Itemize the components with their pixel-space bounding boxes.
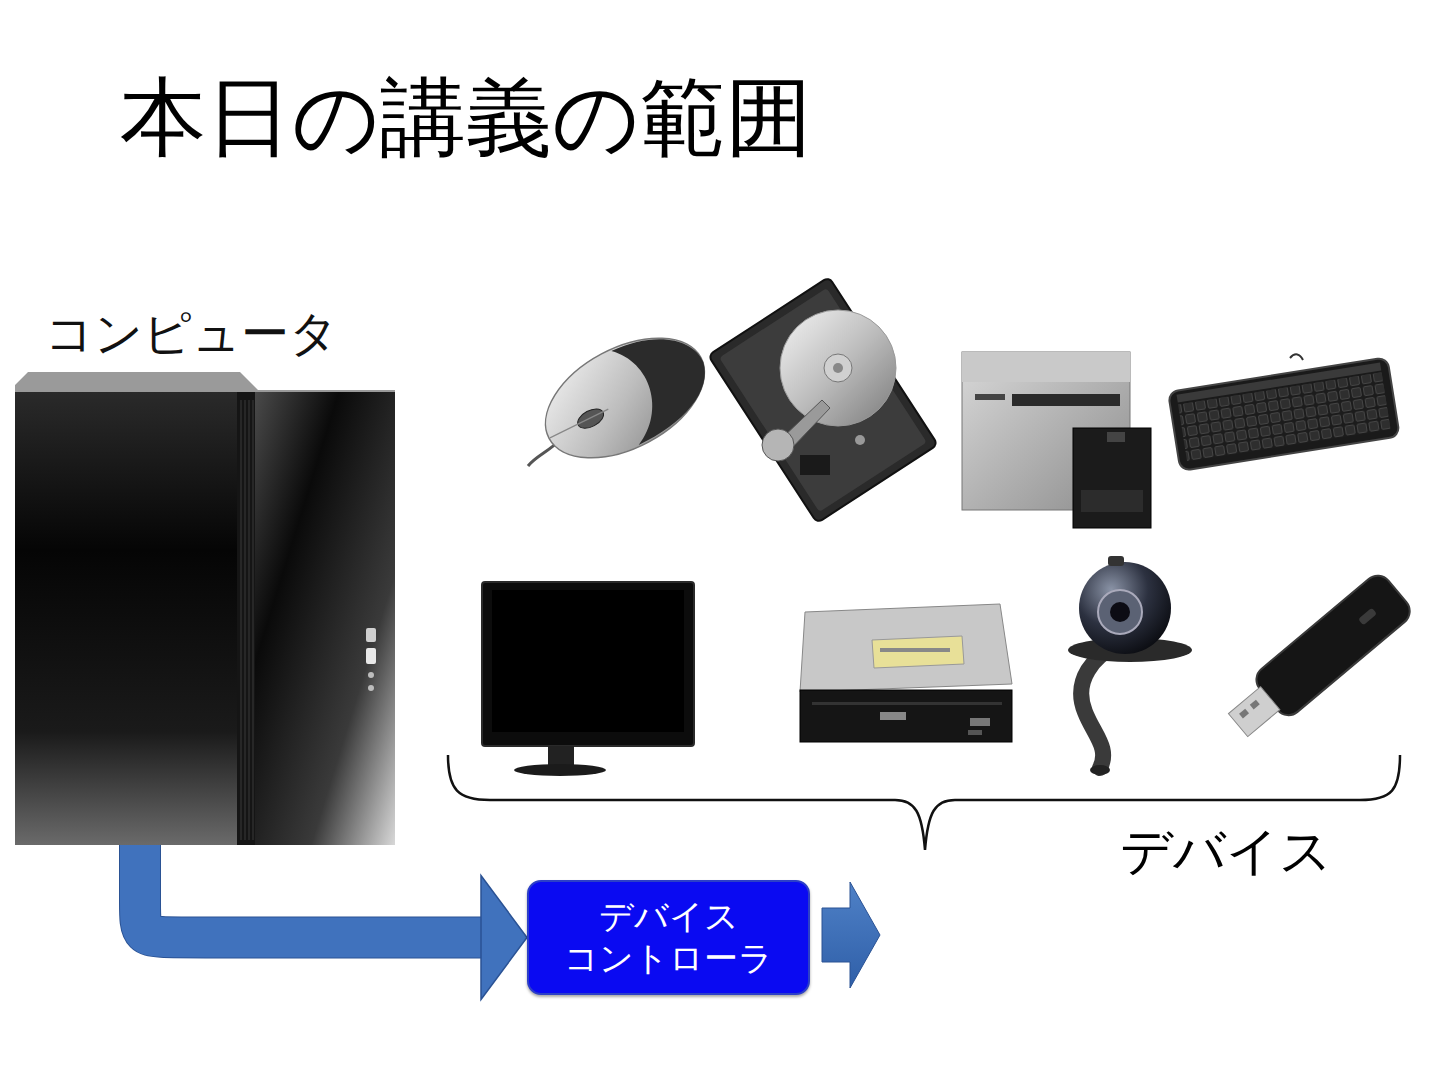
process-box: デバイス コントローラ — [527, 880, 810, 995]
webcam-picture-part — [1081, 645, 1118, 768]
hard-disk-picture-part — [800, 455, 830, 475]
hard-disk-picture-part — [824, 354, 852, 382]
monitor-picture-part — [514, 764, 606, 776]
computer-tower-part — [237, 392, 255, 845]
node-label: デバイス コントローラ — [539, 896, 798, 979]
dvd-drive-picture-part — [880, 712, 906, 720]
mouse-picture-part — [575, 405, 607, 432]
arrow-outline — [140, 845, 481, 938]
hard-disk-picture-part — [708, 277, 938, 523]
usb-stick-picture-part — [1239, 709, 1249, 719]
hard-disk-picture-part — [719, 288, 927, 512]
tape-drive-picture-part — [975, 394, 1005, 400]
mouse-picture-part — [526, 313, 725, 482]
hard-disk-picture — [708, 277, 938, 523]
tape-drive-picture-part — [1012, 394, 1120, 406]
keyboard-picture-part — [1178, 372, 1391, 462]
keyboard-picture-part — [1290, 354, 1303, 360]
dvd-drive-picture — [800, 604, 1012, 742]
webcam-picture-part — [1090, 765, 1110, 775]
arrow-shaft — [140, 845, 481, 938]
arrow-head — [481, 876, 527, 1000]
computer-tower-part — [245, 400, 246, 840]
keyboard-picture-part — [1168, 357, 1400, 471]
dvd-drive-picture-part — [872, 636, 964, 668]
computer-tower-part — [249, 400, 250, 840]
computer-tower-part — [241, 400, 242, 840]
mouse-picture — [526, 313, 725, 482]
hard-disk-picture-part — [855, 435, 865, 445]
computer-tower-part — [366, 648, 376, 664]
tape-drive-picture-part — [1073, 428, 1151, 528]
computer-tower — [15, 372, 395, 845]
monitor-picture-part — [548, 746, 574, 766]
dvd-drive-picture-part — [800, 690, 1012, 742]
dvd-drive-picture-part — [968, 730, 982, 735]
computer-tower-part — [15, 392, 237, 845]
flow-arrow — [140, 845, 527, 1000]
computer-tower-part — [366, 628, 376, 642]
monitor-picture-part — [482, 582, 694, 746]
keyboard-picture-part — [1177, 362, 1382, 402]
dvd-drive-picture-part — [970, 718, 990, 726]
hard-disk-picture-part — [708, 277, 938, 523]
computer-tower-part — [241, 400, 253, 840]
usb-stick-picture-part — [1251, 570, 1416, 721]
hard-disk-picture-part — [833, 363, 843, 373]
hard-disk-picture-part — [780, 310, 896, 426]
node-heading: コンピュータ — [45, 304, 338, 363]
computer-tower-part — [368, 672, 374, 678]
outgoing-arrow — [822, 882, 880, 988]
webcam-picture — [1068, 556, 1192, 775]
tape-drive-picture — [962, 352, 1151, 528]
dvd-drive-picture-part — [880, 648, 950, 652]
hard-disk-picture-part — [762, 429, 794, 461]
group-label: デバイス — [1120, 820, 1332, 882]
monitor-picture-part — [492, 590, 684, 732]
tape-drive-picture-part — [962, 352, 1130, 382]
mouse-picture-part — [594, 315, 724, 445]
monitor-picture — [482, 582, 694, 776]
mouse-picture-part — [550, 407, 608, 439]
mouse-picture-part — [526, 313, 725, 482]
webcam-picture-part — [1110, 602, 1130, 622]
computer-node: コンピュータ — [15, 300, 395, 845]
computer-tower-part — [253, 400, 254, 840]
computer-tower-part — [255, 392, 395, 845]
webcam-picture-part — [1098, 590, 1142, 634]
usb-stick-picture-part — [1228, 687, 1279, 737]
tape-drive-picture-part — [1107, 432, 1125, 442]
tape-drive-picture-part — [1081, 490, 1143, 512]
computer-tower-part — [368, 685, 374, 691]
usb-stick-picture-part — [1358, 608, 1377, 626]
usb-stick-picture-part — [1250, 700, 1260, 710]
webcam-picture-part — [1108, 556, 1124, 566]
dvd-drive-picture-part — [812, 702, 1002, 705]
webcam-picture-part — [1079, 562, 1171, 654]
usb-stick-picture-part — [1220, 570, 1415, 747]
keyboard-picture — [1168, 354, 1400, 471]
usb-stick-picture — [1220, 570, 1415, 747]
slide-title: 本日の講義の範囲 — [120, 70, 812, 165]
keyboard-picture-part — [1168, 357, 1400, 471]
dvd-drive-picture-part — [800, 604, 1012, 692]
